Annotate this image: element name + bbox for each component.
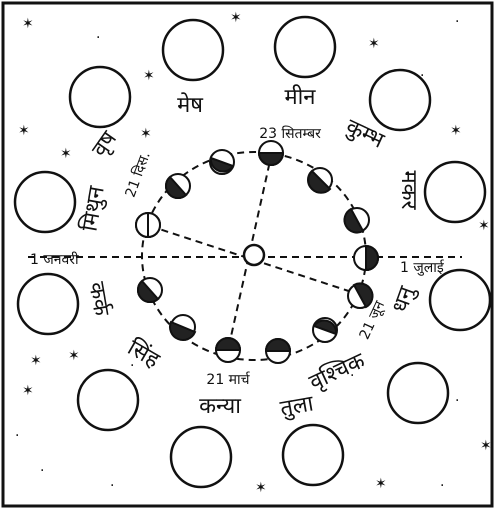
svg-text:·: · xyxy=(15,428,19,444)
label-mar21: 21 मार्च xyxy=(206,371,250,388)
label-sep23: 23 सितम्बर xyxy=(259,125,321,142)
earth-apr xyxy=(266,339,290,363)
label-jan1: 1 जनवरी xyxy=(30,251,79,268)
earth-nov xyxy=(344,208,369,233)
zodiac-circle-mithun xyxy=(15,172,75,232)
svg-text:✶: ✶ xyxy=(60,146,72,162)
zodiac-circle-mesh xyxy=(163,20,223,80)
earth-mar21 xyxy=(216,338,240,362)
label-mesh: मेष xyxy=(177,92,204,118)
svg-text:✶: ✶ xyxy=(478,218,490,234)
svg-text:✶: ✶ xyxy=(68,348,80,364)
svg-text:✶: ✶ xyxy=(368,36,380,52)
zodiac-circle-meen xyxy=(275,17,335,77)
svg-text:✶: ✶ xyxy=(450,123,462,139)
zodiac-circle-kanya xyxy=(171,427,231,487)
earth-may xyxy=(313,318,337,342)
zodiac-circle-vrish xyxy=(70,67,130,127)
svg-text:·: · xyxy=(96,30,100,46)
label-jul1: 1 जुलाई xyxy=(400,259,445,276)
zodiac-circle-simha xyxy=(78,370,138,430)
svg-text:·: · xyxy=(455,393,459,409)
svg-text:✶: ✶ xyxy=(22,16,34,32)
svg-text:✶: ✶ xyxy=(230,10,242,26)
svg-text:✶: ✶ xyxy=(140,126,152,142)
label-kanya: कन्या xyxy=(199,394,241,419)
earth-jan1 xyxy=(354,246,378,270)
svg-text:✶: ✶ xyxy=(22,383,34,399)
zodiac-circle-vrishchik xyxy=(388,363,448,423)
zodiac-circle-kark xyxy=(18,274,78,334)
svg-text:✶: ✶ xyxy=(143,68,155,84)
earth-dec21 xyxy=(136,213,160,237)
svg-text:✶: ✶ xyxy=(18,123,30,139)
zodiac-circle-tula xyxy=(283,425,343,485)
svg-text:✶: ✶ xyxy=(255,480,267,496)
earth-nov2 xyxy=(166,174,190,198)
earth-feb xyxy=(170,315,195,340)
earth-jun21 xyxy=(348,283,373,308)
svg-text:·: · xyxy=(440,478,444,494)
svg-text:·: · xyxy=(110,478,114,494)
sun xyxy=(244,245,264,265)
label-makar: मकर xyxy=(396,170,421,210)
svg-text:✶: ✶ xyxy=(375,476,387,492)
earth-oct xyxy=(308,168,332,193)
earth-sep23 xyxy=(259,141,283,165)
svg-text:✶: ✶ xyxy=(480,438,492,454)
zodiac-circle-kumbh xyxy=(370,70,430,130)
svg-text:·: · xyxy=(455,14,459,30)
earth-jan xyxy=(138,278,162,302)
svg-text:·: · xyxy=(40,463,44,479)
label-meen: मीन xyxy=(284,84,316,110)
earth-oct2 xyxy=(210,150,234,174)
zodiac-circle-dhanu xyxy=(430,270,490,330)
svg-text:✶: ✶ xyxy=(30,353,42,369)
zodiac-circle-makar xyxy=(425,162,485,222)
